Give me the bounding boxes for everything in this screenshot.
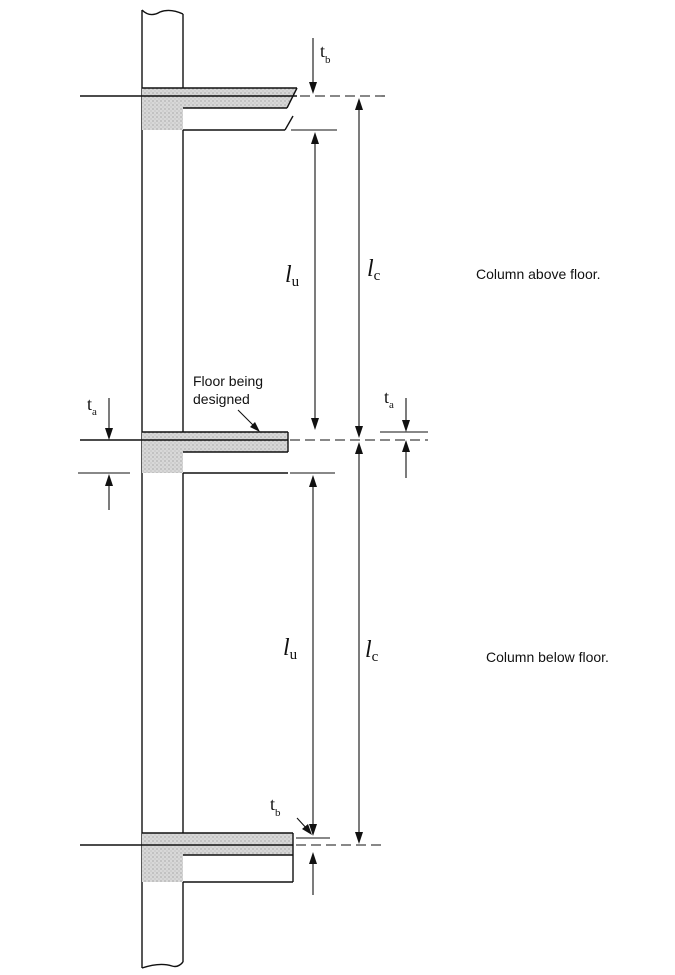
ta-left-label: ta bbox=[87, 394, 97, 418]
bottom-slab bbox=[80, 832, 386, 883]
ta-right-label: ta bbox=[384, 387, 394, 411]
lu-lower-label: lu bbox=[283, 635, 298, 663]
thickness-tb-bottom bbox=[296, 817, 317, 895]
thickness-tb-top bbox=[309, 38, 317, 94]
dimension-lu-lower bbox=[309, 475, 317, 836]
top-slab bbox=[80, 87, 386, 131]
middle-slab bbox=[78, 431, 428, 474]
floor-label-line1: Floor being bbox=[193, 373, 263, 389]
dimension-lc-upper bbox=[355, 98, 363, 438]
lc-lower-label: lc bbox=[365, 637, 379, 665]
tb-bottom-label: tb bbox=[270, 794, 281, 819]
thickness-ta-right bbox=[402, 398, 410, 478]
dimension-lc-lower bbox=[355, 442, 363, 844]
dimension-lu-upper bbox=[311, 132, 319, 430]
floor-label-line2: designed bbox=[193, 391, 250, 407]
lu-upper-label: lu bbox=[285, 262, 300, 290]
floor-leader bbox=[237, 409, 260, 432]
column bbox=[141, 9, 184, 969]
column-below-label: Column below floor. bbox=[486, 649, 609, 665]
column-above-label: Column above floor. bbox=[476, 266, 601, 282]
lc-upper-label: lc bbox=[367, 256, 381, 284]
tb-top-label: tb bbox=[320, 41, 331, 66]
thickness-ta-left bbox=[105, 398, 113, 510]
